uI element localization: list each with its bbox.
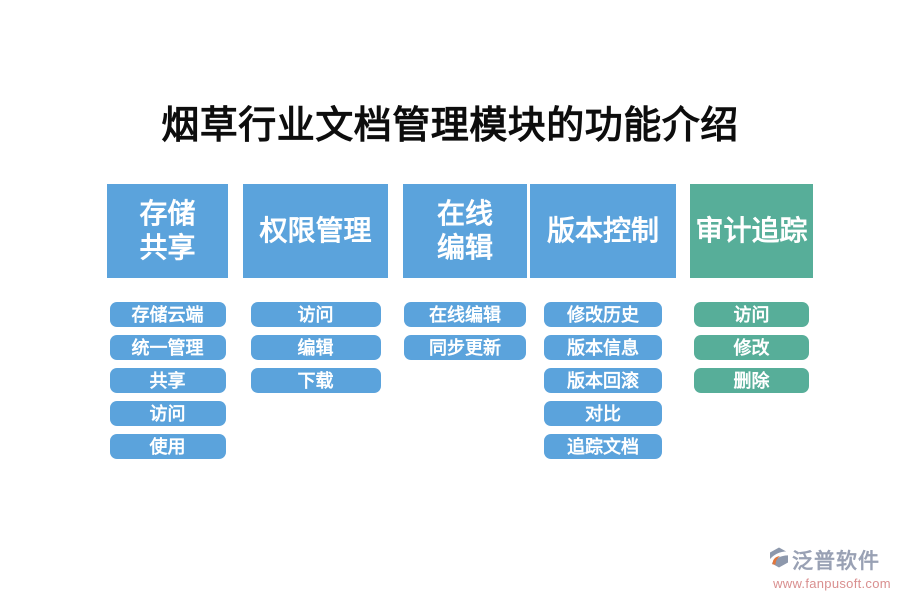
feature-item: 在线编辑	[404, 302, 526, 327]
feature-item: 使用	[109, 434, 226, 459]
column-online-editing: 在线 编辑 在线编辑 同步更新	[403, 184, 527, 360]
feature-item: 追踪文档	[544, 434, 662, 459]
brand-watermark: 泛普软件 www.fanpusoft.com	[768, 545, 896, 591]
column-header-line: 审计追踪	[695, 215, 808, 246]
feature-item: 删除	[694, 368, 809, 393]
feature-list: 访问 编辑 下载	[243, 302, 388, 393]
brand-name: 泛普软件	[792, 550, 880, 573]
column-header: 权限管理	[243, 184, 388, 278]
feature-item: 下载	[250, 368, 381, 393]
column-header: 审计追踪	[690, 184, 813, 278]
column-storage-sharing: 存储 共享 存储云端 统一管理 共享 访问 使用	[107, 184, 228, 459]
column-header-line: 版本控制	[546, 215, 659, 246]
page-title: 烟草行业文档管理模块的功能介绍	[161, 105, 739, 147]
feature-list: 在线编辑 同步更新	[403, 302, 527, 360]
column-header-line: 编辑	[436, 232, 493, 263]
column-permission-management: 权限管理 访问 编辑 下载	[243, 184, 388, 393]
column-header-line: 权限管理	[259, 215, 372, 246]
column-header: 在线 编辑	[403, 184, 527, 278]
feature-item: 访问	[109, 401, 226, 426]
column-version-control: 版本控制 修改历史 版本信息 版本回滚 对比 追踪文档	[530, 184, 676, 459]
feature-item: 版本信息	[544, 335, 662, 360]
column-audit-trail: 审计追踪 访问 修改 删除	[690, 184, 813, 393]
feature-list: 修改历史 版本信息 版本回滚 对比 追踪文档	[530, 302, 676, 459]
feature-list: 存储云端 统一管理 共享 访问 使用	[107, 302, 228, 459]
feature-item: 修改	[694, 335, 809, 360]
column-header-line: 共享	[139, 232, 196, 263]
fanpu-logo-icon	[768, 546, 790, 574]
feature-item: 访问	[694, 302, 809, 327]
feature-item: 访问	[250, 302, 381, 327]
feature-item: 编辑	[250, 335, 381, 360]
feature-list: 访问 修改 删除	[690, 302, 813, 393]
column-header-line: 存储	[139, 198, 196, 229]
column-header-line: 在线	[436, 198, 493, 229]
feature-item: 共享	[109, 368, 226, 393]
feature-item: 对比	[544, 401, 662, 426]
feature-item: 统一管理	[109, 335, 226, 360]
feature-item: 存储云端	[109, 302, 226, 327]
column-header: 存储 共享	[107, 184, 228, 278]
column-header: 版本控制	[530, 184, 676, 278]
feature-item: 同步更新	[404, 335, 526, 360]
feature-item: 修改历史	[544, 302, 662, 327]
feature-item: 版本回滚	[544, 368, 662, 393]
brand-url: www.fanpusoft.com	[773, 576, 891, 591]
